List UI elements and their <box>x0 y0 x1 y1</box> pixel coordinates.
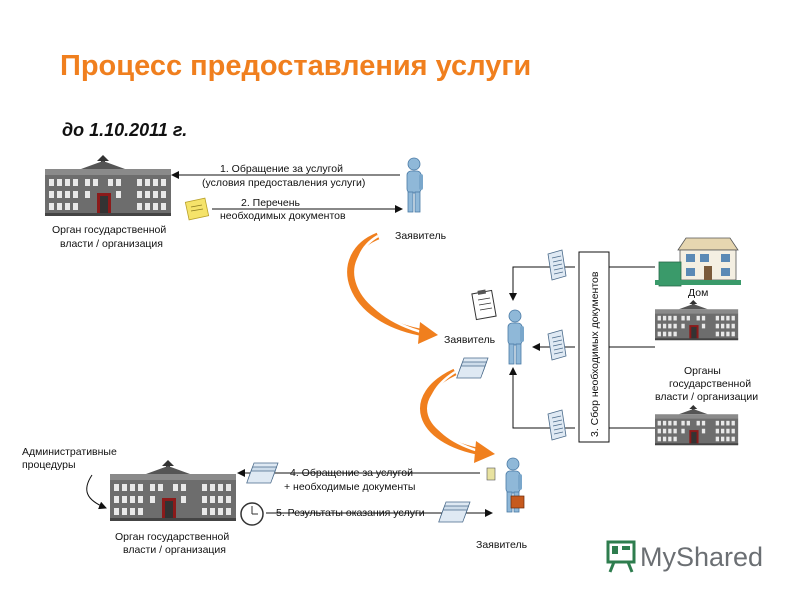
step4-label-line1: 4. Обращение за услугой <box>290 467 413 479</box>
step1-label-line1: 1. Обращение за услугой <box>220 163 343 175</box>
government-building-right-2-icon <box>655 405 739 446</box>
government-building-bottom-icon <box>110 460 236 521</box>
clipboard-checklist-icon <box>471 289 497 321</box>
document-icon-2 <box>547 329 567 361</box>
step3-box <box>578 251 610 443</box>
step5-label: 5. Результаты оказания услуги <box>276 507 425 519</box>
orange-flow-arrow-1 <box>347 232 438 344</box>
applicant-label-3: Заявитель <box>476 539 528 551</box>
slide-subtitle: до 1.10.2011 г. <box>62 120 188 140</box>
step4-label-line2: + необходимые документы <box>284 481 415 493</box>
document-stack-icon-3 <box>438 501 471 523</box>
slide-title: Процесс предоставления услуги <box>60 50 532 82</box>
organ-top-label-line2: власти / организация <box>60 238 163 250</box>
document-stack-icon-1 <box>456 357 489 379</box>
organs-label-line1: Органы <box>684 365 721 377</box>
organ-top-label-line1: Орган государственной <box>52 224 166 236</box>
applicant-label-2: Заявитель <box>444 334 496 346</box>
document-stack-icon-2 <box>246 462 279 484</box>
folder-icon <box>486 467 496 481</box>
applicant-person-icon-1 <box>406 157 424 213</box>
step1-label-line2: (условия предоставления услуги) <box>202 177 365 189</box>
government-building-right-1-icon <box>655 300 739 341</box>
step3-label: 3. Сбор необходимых документов <box>589 271 601 437</box>
step2-label-line1: 2. Перечень <box>241 197 300 209</box>
admin-procedures-label-line1: Административные <box>22 446 117 458</box>
government-building-top-icon <box>45 155 171 216</box>
applicant-person-icon-2 <box>507 309 525 365</box>
organ-bottom-label-line1: Орган государственной <box>115 531 229 543</box>
house-icon <box>655 237 741 287</box>
collect-arrow-bottom <box>509 367 575 429</box>
organ-bottom-label-line2: власти / организация <box>123 544 226 556</box>
document-icon-1 <box>547 249 567 281</box>
organs-label-line3: власти / организации <box>655 391 758 403</box>
myshared-logo: MyShared <box>606 540 763 573</box>
admin-procedures-label-line2: процедуры <box>22 459 76 471</box>
document-icon-3 <box>547 409 567 441</box>
orange-flow-arrow-2 <box>420 368 495 463</box>
applicant-label-1: Заявитель <box>395 230 447 242</box>
sticky-note-icon <box>184 197 210 221</box>
step2-label-line2: необходимых документов <box>220 210 346 222</box>
clock-icon <box>240 502 264 526</box>
watermark-text: MyShared <box>640 542 763 572</box>
admin-procedures-arrow <box>86 474 107 510</box>
briefcase-icon <box>510 495 525 509</box>
organs-label-line2: государственной <box>669 378 751 390</box>
home-label: Дом <box>688 287 708 299</box>
